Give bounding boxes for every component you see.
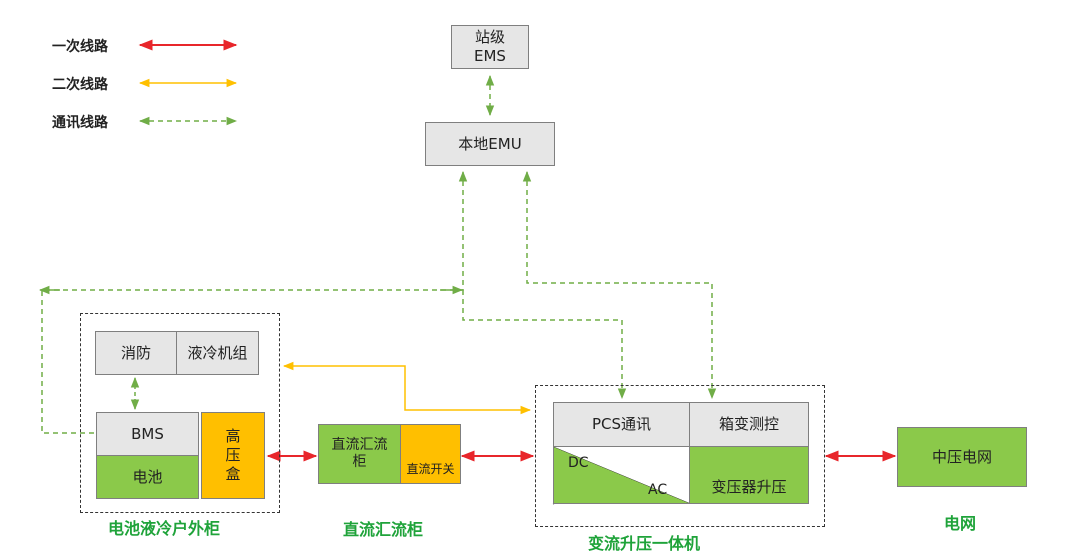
hv-box-node: 高 压 盒	[201, 412, 265, 499]
dc-combiner-node: 直流汇流 柜	[318, 424, 401, 484]
transformer-node: 变压器升压	[689, 446, 809, 504]
dc-ac-converter-node	[553, 446, 690, 504]
legend-comm-label: 通讯线路	[52, 115, 108, 131]
grid-caption: 电网	[944, 514, 977, 533]
battery-cabinet-caption: 电池液冷户外柜	[108, 519, 221, 538]
liquid-cooling-node: 液冷机组	[176, 331, 259, 375]
mv-grid-node: 中压电网	[897, 427, 1027, 487]
secondary-cooling-pcs	[282, 361, 532, 415]
box-monitor-node: 箱变测控	[689, 402, 809, 447]
ac-label: AC	[648, 482, 668, 498]
dc-switch-label: 直流开关	[406, 462, 455, 476]
dc-cabinet-caption: 直流汇流柜	[343, 520, 424, 539]
comm-emu-box-monitor	[522, 170, 717, 400]
comm-emu-pcs	[462, 290, 627, 400]
dc-label: DC	[568, 455, 589, 471]
battery-cabinet-frame	[80, 313, 280, 513]
dc-switch-node: 直流开关	[400, 424, 461, 484]
legend-primary-label: 一次线路	[52, 39, 108, 55]
local-emu-node: 本地EMU	[425, 122, 555, 166]
battery-node: 电池	[96, 455, 199, 499]
fire-protection-node: 消防	[95, 331, 177, 375]
bms-node: BMS	[96, 412, 199, 456]
pcs-unit-frame	[535, 385, 825, 527]
pcs-unit-caption: 变流升压一体机	[588, 534, 701, 553]
pcs-comm-node: PCS通讯	[553, 402, 690, 447]
station-ems-node: 站级 EMS	[451, 25, 529, 69]
legend-secondary-label: 二次线路	[52, 77, 108, 93]
